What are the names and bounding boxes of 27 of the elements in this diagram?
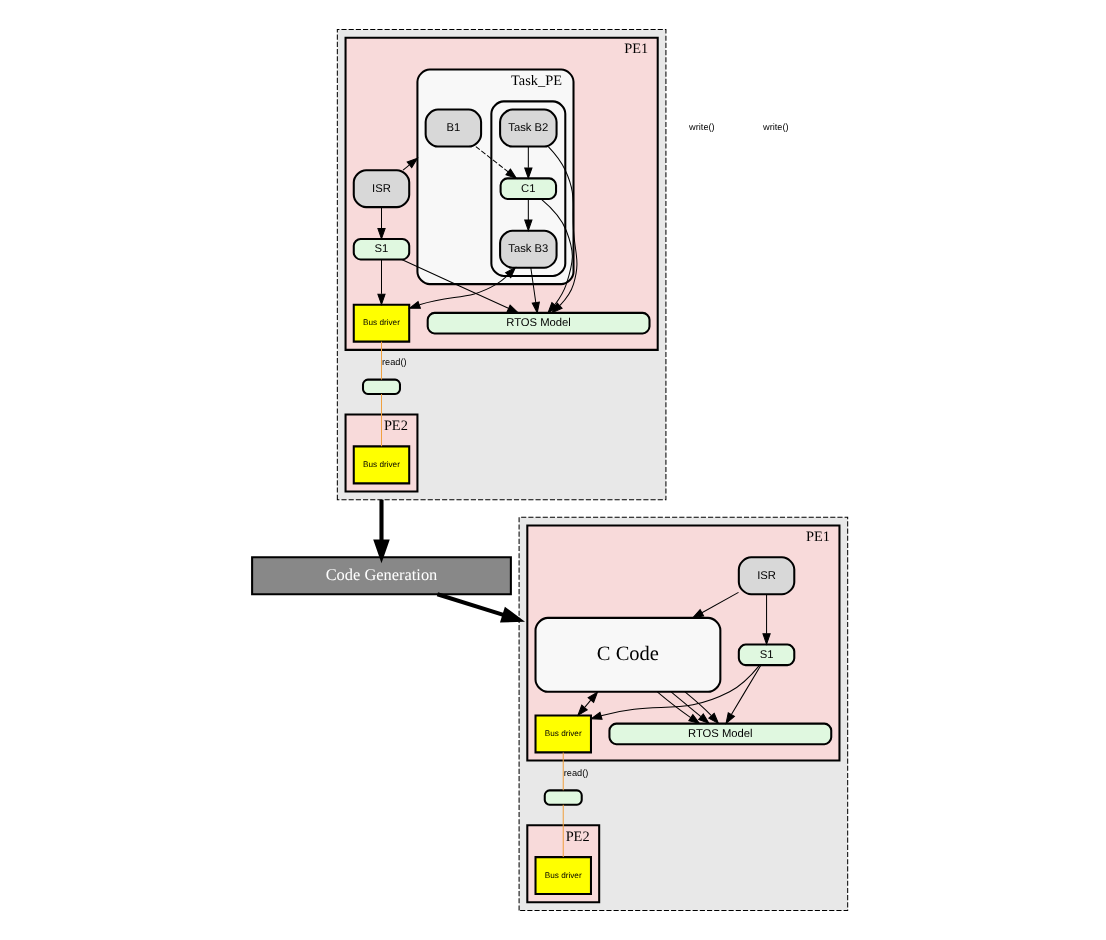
arrow <box>372 499 389 564</box>
arrow <box>655 691 700 725</box>
arrow <box>529 267 539 315</box>
arrow <box>474 146 517 180</box>
arrow <box>724 664 761 725</box>
connector <box>561 804 563 858</box>
cluster <box>335 28 666 501</box>
arrow <box>575 690 598 717</box>
connector <box>379 341 381 381</box>
arrow <box>376 259 385 306</box>
node-box <box>361 378 400 396</box>
arrow <box>523 146 532 180</box>
arrow <box>401 157 418 171</box>
arrow <box>761 593 770 646</box>
connector <box>561 751 563 791</box>
arrow <box>669 691 710 725</box>
node-box: C Code <box>533 616 721 693</box>
node-box: Code Generation <box>250 556 511 596</box>
arrow <box>435 592 525 623</box>
arrow <box>523 198 532 232</box>
arrow <box>376 206 385 241</box>
connector <box>379 393 381 447</box>
arrow <box>683 691 719 725</box>
node-box <box>542 789 582 806</box>
arrow <box>690 591 738 619</box>
arrow <box>588 664 759 720</box>
cluster <box>517 516 848 912</box>
